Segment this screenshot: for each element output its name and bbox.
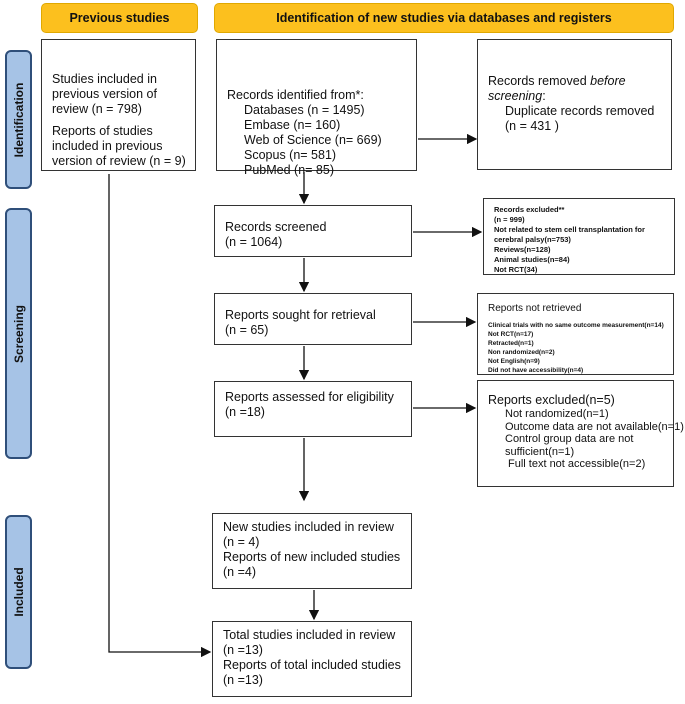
text: (n =13) <box>223 673 263 687</box>
text: (n =13) <box>223 643 263 657</box>
text: (n = 65) <box>225 323 269 337</box>
text: version of review (n = 9) <box>52 154 186 168</box>
arrow <box>108 174 212 658</box>
text: Records excluded** <box>494 205 565 214</box>
new-studies-included-box: New studies included in review(n = 4) Re… <box>212 513 412 589</box>
text: (n =4) <box>223 565 257 579</box>
text: Not RCT(n=17) <box>488 331 534 338</box>
text: PubMed (n= 85) <box>244 163 334 177</box>
header-new-studies: Identification of new studies via databa… <box>214 3 674 33</box>
stage-screening: Screening <box>5 208 32 459</box>
text: (n = 431 ) <box>505 119 559 133</box>
text: sufficient(n=1) <box>505 445 575 458</box>
text: Not randomized(n=1) <box>505 408 609 420</box>
text: Reports of total included studies <box>223 658 401 672</box>
total-studies-included-box: Total studies included in review(n =13) … <box>212 621 412 697</box>
text: Embase (n= 160) <box>244 118 341 132</box>
text: Retracted(n=1) <box>488 340 534 347</box>
text: Web of Science (n= 669) <box>244 133 382 147</box>
text: Non randomized(n=2) <box>488 349 555 356</box>
records-screened-box: Records screened(n = 1064) <box>214 205 412 257</box>
reports-assessed-box: Reports assessed for eligibility(n =18) <box>214 381 412 437</box>
stage-identification: Identification <box>5 50 32 189</box>
text: Control group data are not <box>505 433 634 445</box>
text: Not related to stem cell transplantation… <box>494 225 645 234</box>
text: Studies included in <box>52 72 157 86</box>
text: New studies included in review <box>223 520 394 534</box>
text: screening <box>488 89 543 103</box>
text: Total studies included in review <box>223 628 396 642</box>
reports-sought-box: Reports sought for retrieval(n = 65) <box>214 293 412 345</box>
text: (n = 1064) <box>225 235 283 249</box>
text: Scopus (n= 581) <box>244 148 337 162</box>
records-excluded-box: Records excluded** (n = 999) Not related… <box>483 198 675 275</box>
text: (n = 4) <box>223 535 260 549</box>
reports-not-retrieved-box: Reports not retrieved Clinical trials wi… <box>477 293 674 375</box>
text: Animal studies(n=84) <box>494 255 570 264</box>
text: : <box>542 89 546 103</box>
text: cerebral palsy(n=753) <box>494 235 571 244</box>
text: Full text not accessible(n=2) <box>508 458 646 470</box>
text: Reports sought for retrieval <box>225 308 376 322</box>
text: Did not have accessibility(n=4) <box>488 367 584 374</box>
text: Reports of studies <box>52 124 153 138</box>
text: Reports excluded(n=5) <box>488 393 615 407</box>
header-previous-studies: Previous studies <box>41 3 198 33</box>
text: Clinical trials with no same outcome mea… <box>488 322 664 329</box>
text: review (n = 798) <box>52 102 142 116</box>
records-identified-box: Records identified from*: Databases (n =… <box>216 39 417 177</box>
text: Not English(n=9) <box>488 358 540 365</box>
text: Reports assessed for eligibility <box>225 390 394 404</box>
text: (n = 999) <box>494 215 525 224</box>
text: Reviews(n=128) <box>494 245 551 254</box>
stage-included: Included <box>5 515 32 669</box>
records-removed-box: Records removed before screening: Duplic… <box>477 39 672 170</box>
reports-excluded-box: Reports excluded(n=5) Not randomized(n=1… <box>477 380 684 487</box>
text: before <box>590 74 626 88</box>
text: Reports not retrieved <box>488 303 582 314</box>
text: included in previous <box>52 139 163 153</box>
text: Records identified from*: <box>227 88 364 102</box>
text: Duplicate records removed <box>505 104 655 118</box>
text: Databases (n = 1495) <box>244 103 365 117</box>
text: previous version of <box>52 87 157 101</box>
text: Outcome data are not available(n=1) <box>505 420 684 433</box>
text: Not RCT(34) <box>494 265 538 274</box>
text: Reports of new included studies <box>223 550 401 564</box>
text: (n =18) <box>225 405 265 419</box>
text: Records removed <box>488 74 591 88</box>
text: Records screened <box>225 220 327 234</box>
